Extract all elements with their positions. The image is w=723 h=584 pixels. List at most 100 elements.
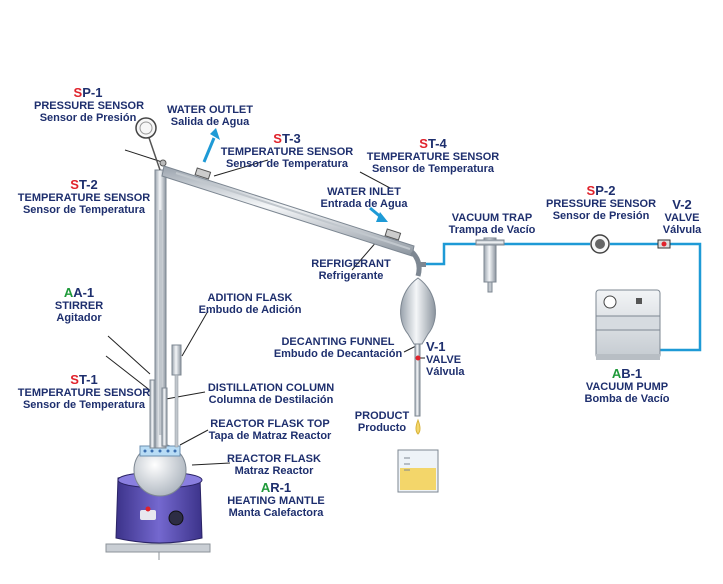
reactor-flask-es: Matraz Reactor <box>234 465 314 477</box>
reactor-flask <box>133 443 187 497</box>
vacuum-trap-en: VACUUM TRAP <box>451 212 533 224</box>
label-ar1: AR-1 HEATING MANTLE Manta Calefactora <box>214 480 338 520</box>
label-st4: ST-4 TEMPERATURE SENSOR Sensor de Temper… <box>364 137 502 176</box>
valve-v1-dot <box>415 355 421 361</box>
label-sp2: SP-2 PRESSURE SENSOR Sensor de Presión <box>546 183 656 223</box>
adition-flask <box>171 344 182 448</box>
v1-en: VALVE <box>426 354 462 366</box>
label-v2: V-2 VALVE Válvula <box>656 197 708 237</box>
label-st3: ST-3 TEMPERATURE SENSOR Sensor de Temper… <box>218 131 356 171</box>
water-inlet-es: Entrada de Agua <box>320 198 408 210</box>
sp2-es: Sensor de Presión <box>552 210 650 222</box>
st3-en: TEMPERATURE SENSOR <box>220 146 354 158</box>
pressure-gauge-sp2 <box>590 234 610 254</box>
st2-code: T-2 <box>78 177 98 192</box>
label-product: PRODUCT Producto <box>350 410 414 434</box>
v2-es: Válvula <box>662 224 702 236</box>
vacuum-connector <box>418 262 426 267</box>
refrigerant-en: REFRIGERANT <box>311 258 391 270</box>
label-sp1: SP-1 PRESSURE SENSOR Sensor de Presión <box>34 86 145 125</box>
st1-prefix: S <box>70 372 79 387</box>
v1-es: Válvula <box>426 366 465 378</box>
leader-adition <box>181 310 209 357</box>
ar1-prefix: A <box>260 480 271 495</box>
product-en: PRODUCT <box>354 410 410 422</box>
label-ab1: AB-1 VACUUM PUMP Bomba de Vacío <box>572 366 682 406</box>
label-refrigerant: REFRIGERANT Refrigerante <box>304 258 398 282</box>
leader-refrigerant <box>351 239 379 271</box>
st4-en: TEMPERATURE SENSOR <box>366 151 500 163</box>
leader-aa1 <box>107 335 151 375</box>
v1-code: V-1 <box>426 339 446 354</box>
ab1-es: Bomba de Vacío <box>584 393 670 405</box>
label-decanting-funnel: DECANTING FUNNEL Embudo de Decantación <box>266 336 410 360</box>
label-water-inlet: WATER INLET Entrada de Agua <box>314 186 414 210</box>
adition-flask-en: ADITION FLASK <box>207 292 293 304</box>
pressure-gauge-sp1 <box>135 117 161 171</box>
leader-st4 <box>359 171 391 189</box>
sp2-prefix: S <box>586 183 596 198</box>
sp1-en: PRESSURE SENSOR <box>34 100 145 112</box>
leader-top <box>179 429 209 446</box>
leader-column <box>165 391 206 400</box>
pump-gauge <box>603 295 617 309</box>
vacuum-trap-es: Trampa de Vacío <box>448 224 536 236</box>
st2-en: TEMPERATURE SENSOR <box>17 192 151 204</box>
ar1-es: Manta Calefactora <box>228 507 324 519</box>
reactor-flask-top-en: REACTOR FLASK TOP <box>210 418 330 430</box>
refrigerant-es: Refrigerante <box>318 270 384 282</box>
aa1-code: A-1 <box>73 285 95 300</box>
product-es: Producto <box>357 422 407 434</box>
st1-probe <box>161 387 168 447</box>
leader-st3 <box>213 159 269 177</box>
label-v1: V-1 VALVE Válvula <box>426 339 482 379</box>
decanting-funnel <box>400 277 436 435</box>
distillation-column-es: Columna de Destilación <box>208 394 334 406</box>
mantle-indicator-light <box>145 506 151 512</box>
distillation-column-en: DISTILLATION COLUMN <box>207 382 335 394</box>
v2-code: V-2 <box>672 197 692 212</box>
water-inlet-en: WATER INLET <box>327 186 401 198</box>
st1-code: T-1 <box>78 372 98 387</box>
water-outlet-arrow <box>202 128 220 163</box>
mantle-knob <box>168 510 184 526</box>
valve-v2 <box>657 239 671 249</box>
leader-funnel <box>403 345 417 353</box>
water-inlet-arrow <box>369 206 388 222</box>
aa1-en: STIRRER <box>54 300 104 312</box>
decanting-funnel-es: Embudo de Decantación <box>273 348 403 360</box>
decanting-funnel-en: DECANTING FUNNEL <box>281 336 395 348</box>
label-reactor-flask: REACTOR FLASK Matraz Reactor <box>224 453 324 477</box>
label-distillation-column: DISTILLATION COLUMN Columna de Destilaci… <box>196 382 346 406</box>
v2-en: VALVE <box>664 212 700 224</box>
st3-probe <box>194 167 212 180</box>
label-vacuum-trap: VACUUM TRAP Trampa de Vacío <box>442 212 542 236</box>
adition-flask-es: Embudo de Adición <box>198 304 302 316</box>
st3-es: Sensor de Temperatura <box>225 158 349 170</box>
aa1-es: Agitador <box>56 312 102 324</box>
label-adition-flask: ADITION FLASK Embudo de Adición <box>190 292 310 316</box>
st1-es: Sensor de Temperatura <box>22 399 146 411</box>
vacuum-line <box>424 242 702 352</box>
stirrer-shaft <box>149 379 156 449</box>
reactor-flask-top-es: Tapa de Matraz Reactor <box>208 430 332 442</box>
st2-probe <box>159 159 167 167</box>
leader-lines <box>105 149 425 466</box>
reactor-flask-en: REACTOR FLASK <box>227 453 321 465</box>
label-water-outlet: WATER OUTLET Salida de Agua <box>162 104 258 128</box>
st3-prefix: S <box>273 131 282 146</box>
st1-en: TEMPERATURE SENSOR <box>17 387 151 399</box>
leader-flask <box>191 462 231 466</box>
ab1-prefix: A <box>611 366 622 381</box>
vacuum-pump <box>595 289 661 360</box>
product-drop <box>415 418 421 435</box>
ab1-en: VACUUM PUMP <box>585 381 669 393</box>
leader-st1 <box>105 355 157 396</box>
distillation-column <box>149 169 168 449</box>
vacuum-trap <box>475 237 505 293</box>
label-st1: ST-1 TEMPERATURE SENSOR Sensor de Temper… <box>14 372 154 412</box>
st4-probe <box>384 228 402 241</box>
label-reactor-flask-top: REACTOR FLASK TOP Tapa de Matraz Reactor <box>200 418 340 442</box>
ar1-code: R-1 <box>270 480 292 495</box>
